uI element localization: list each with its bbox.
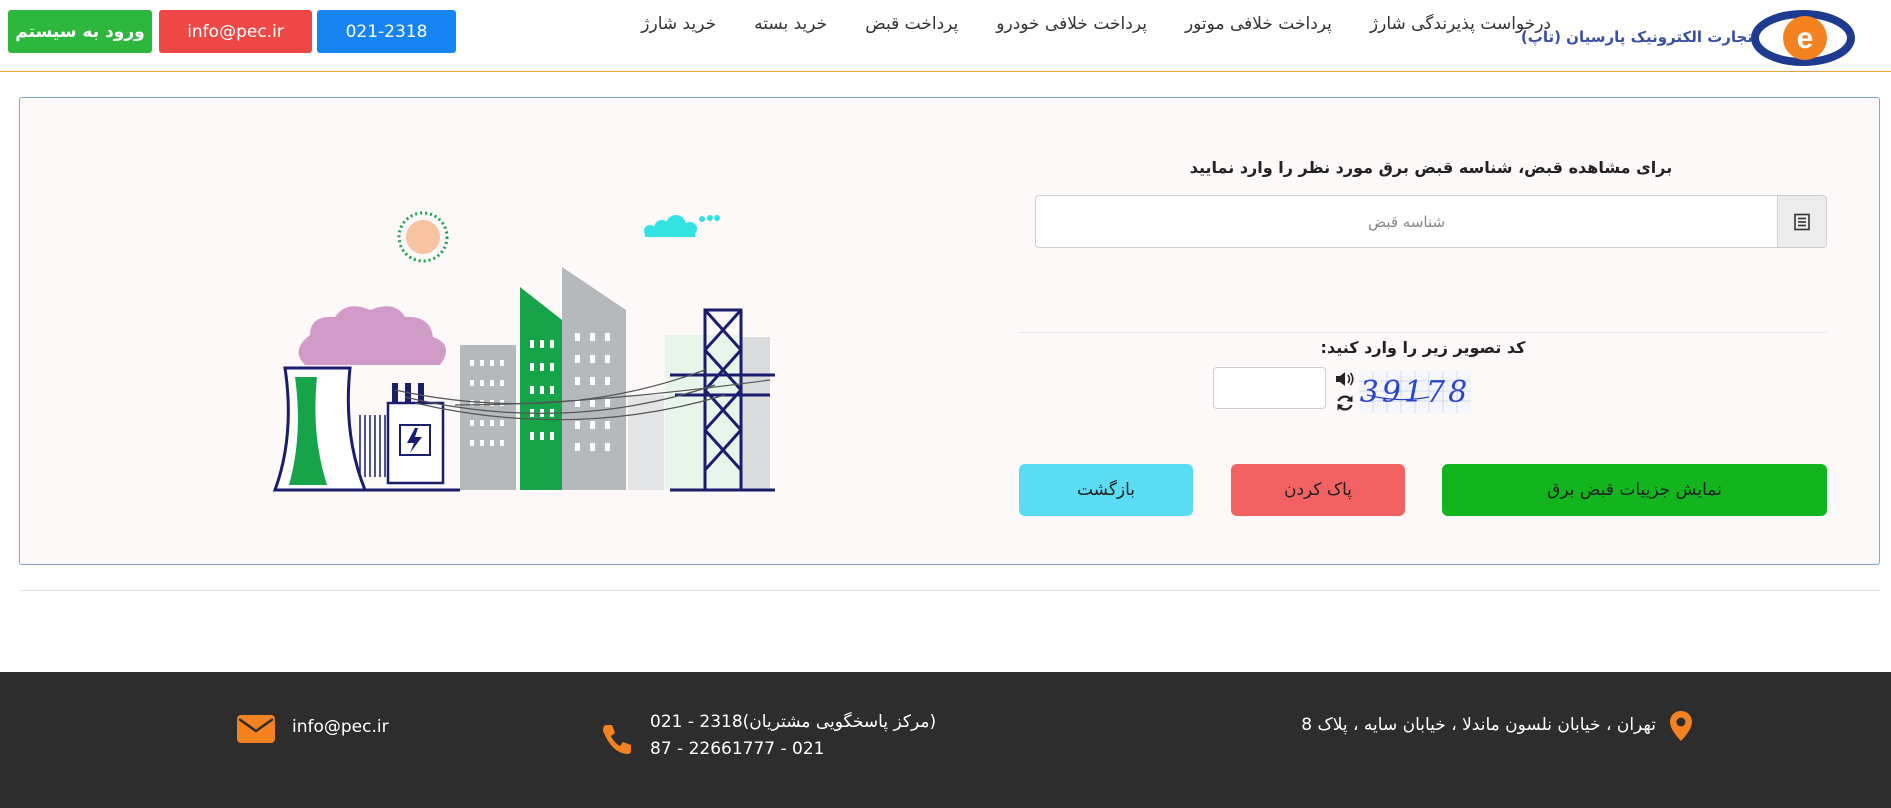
speaker-icon[interactable] [1335,371,1355,387]
nav-buy-package[interactable]: خرید بسته [754,14,828,34]
divider [1019,332,1827,333]
envelope-icon [237,715,275,743]
phone-button[interactable]: 021-2318 [317,10,456,53]
footer-email[interactable]: info@pec.ir [292,717,389,737]
footer: تهران ، خیابان نلسون ماندلا ، خیابان سای… [0,672,1891,808]
logo-text: تجارت الکترونیک پارسیان (تاپ) [1520,28,1753,46]
nav-buy-charge[interactable]: خرید شارژ [641,14,717,34]
bill-id-group [1035,195,1827,248]
captcha-input[interactable] [1213,367,1326,409]
footer-phone-office[interactable]: 87 - 22661777 - 021 [650,739,825,759]
header: e تجارت الکترونیک پارسیان (تاپ) خرید شار… [0,0,1891,72]
location-pin-icon [1670,711,1692,741]
login-button[interactable]: ورود به سیستم [8,10,152,53]
section-divider [19,590,1880,591]
footer-address: تهران ، خیابان نلسون ماندلا ، خیابان سای… [1301,715,1656,735]
logo-e-icon: e [1751,10,1855,66]
footer-phone-support[interactable]: 021 - 2318(مرکز پاسخگویی مشتریان) [650,712,937,732]
bill-form: برای مشاهده قبض، شناسه قبض برق مورد نظر … [1019,158,1827,516]
main-nav: خرید شارژ خرید بسته پرداخت قبض پرداخت خل… [641,14,1551,34]
show-details-button[interactable]: نمایش جزییات قبض برق [1442,464,1827,516]
bill-id-input[interactable] [1035,195,1777,248]
back-button[interactable]: بازگشت [1019,464,1193,516]
refresh-icon[interactable] [1335,393,1355,413]
captcha-group: 39178 [1213,367,1471,413]
captcha-text: 39178 [1360,375,1470,410]
logo[interactable]: e تجارت الکترونیک پارسیان (تاپ) [1521,4,1873,68]
clear-button[interactable]: پاک کردن [1231,464,1405,516]
action-buttons: نمایش جزییات قبض برق پاک کردن بازگشت [1019,464,1827,516]
nav-pay-bill[interactable]: پرداخت قبض [865,14,959,34]
nav-charge-merchant[interactable]: درخواست پذیرندگی شارژ [1369,14,1551,34]
list-icon [1777,195,1827,248]
form-title: برای مشاهده قبض، شناسه قبض برق مورد نظر … [1189,158,1673,177]
power-plant-illustration [272,211,775,492]
phone-icon [603,725,631,754]
captcha-image: 39178 [1359,371,1471,413]
captcha-title: کد تصویر زیر را وارد کنید: [1320,338,1526,357]
nav-car-fines[interactable]: پرداخت خلافی خودرو [996,14,1147,34]
email-button[interactable]: info@pec.ir [159,10,312,53]
nav-motor-fines[interactable]: پرداخت خلافی موتور [1184,14,1332,34]
svg-text:e: e [1797,22,1814,55]
